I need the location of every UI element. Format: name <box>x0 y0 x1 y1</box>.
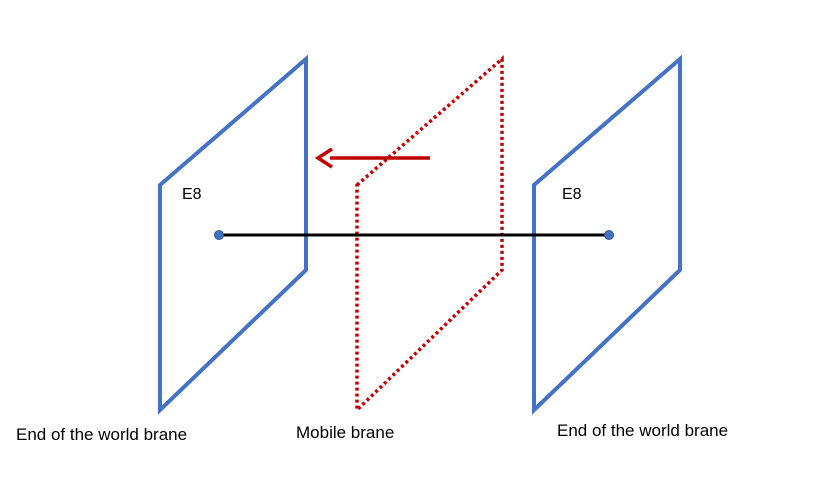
right-brane-e8-label: E8 <box>562 186 582 203</box>
right-endpoint-dot <box>604 230 614 240</box>
mobile-brane <box>355 55 504 415</box>
left-brane-e8-label: E8 <box>182 186 202 203</box>
left-end-of-world-brane <box>158 54 308 415</box>
right-brane-caption: End of the world brane <box>557 421 728 440</box>
left-brane-caption: End of the world brane <box>16 425 187 444</box>
left-endpoint-dot <box>214 230 224 240</box>
right-end-of-world-brane <box>532 54 682 415</box>
mobile-brane-caption: Mobile brane <box>296 423 394 442</box>
arrow-left-icon <box>314 147 430 169</box>
